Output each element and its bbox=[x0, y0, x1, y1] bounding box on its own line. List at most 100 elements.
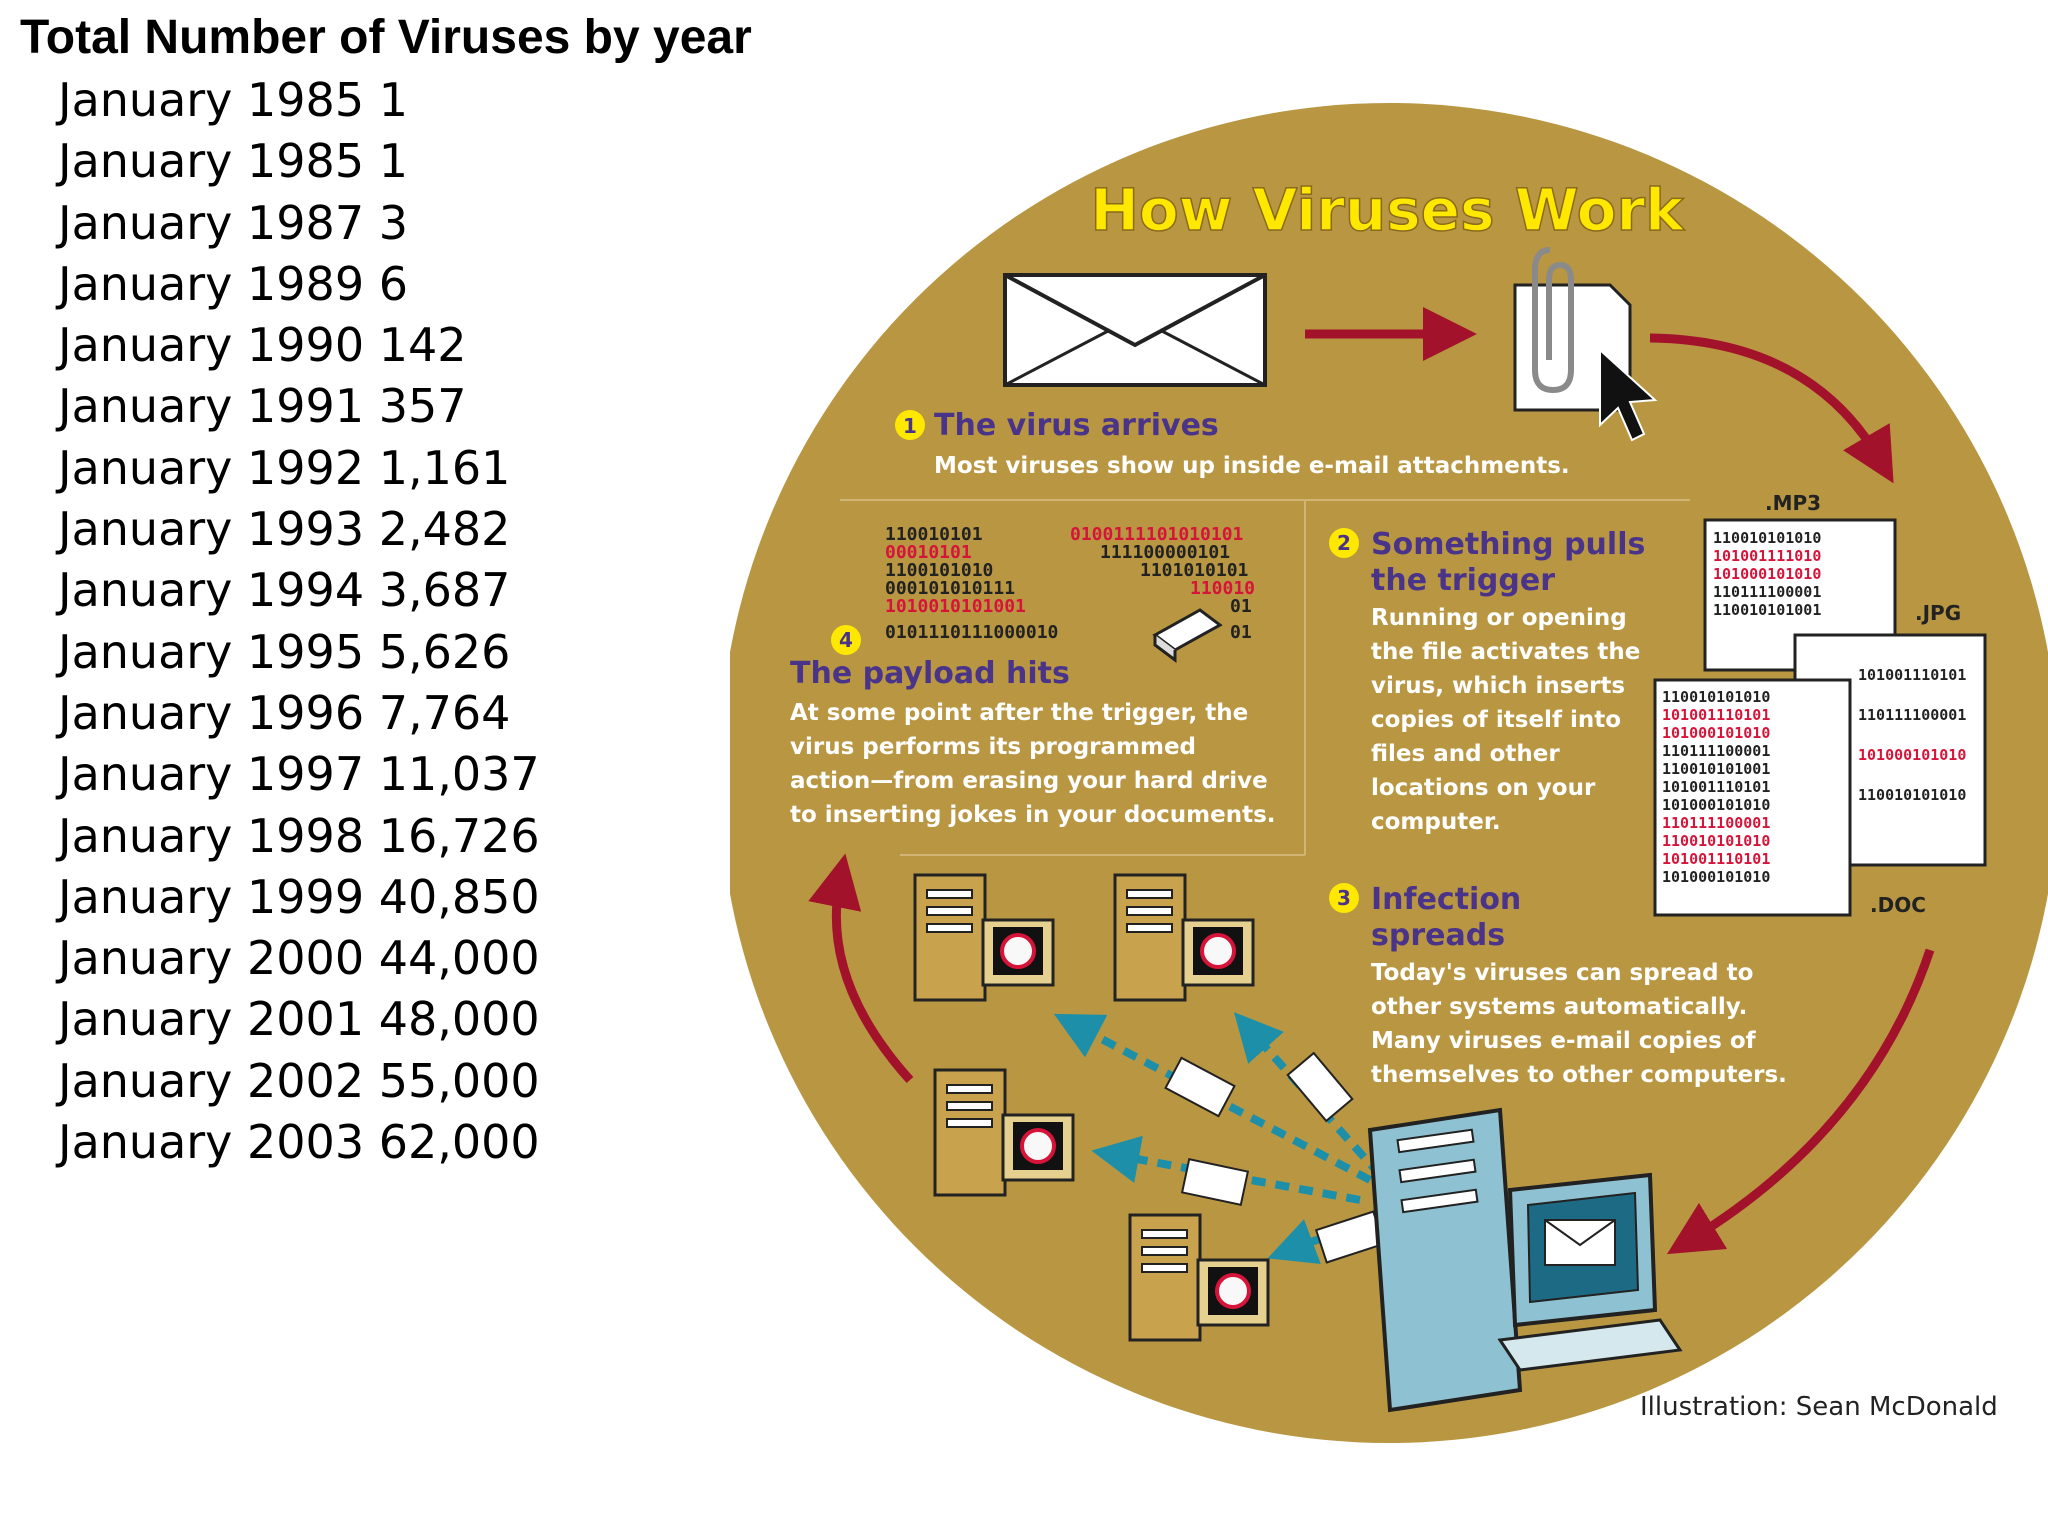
row-year: 1995 bbox=[247, 624, 365, 679]
row-year: 2002 bbox=[247, 1053, 365, 1108]
row-month: January bbox=[58, 1115, 233, 1170]
binary-line: 1101010101 bbox=[1140, 560, 1248, 581]
file-binary-line: 101000101010 bbox=[1858, 746, 1966, 764]
file-binary-line: 110111100001 bbox=[1713, 583, 1821, 601]
year-row: January 1997 11,037 bbox=[58, 744, 780, 805]
row-month: January bbox=[58, 931, 233, 986]
year-row: January 1998 16,726 bbox=[58, 806, 780, 867]
year-row: January 1995 5,626 bbox=[58, 622, 780, 683]
row-year: 1998 bbox=[247, 808, 365, 863]
step-3-heading: Infection bbox=[1371, 882, 1521, 917]
binary-line: 110010101 bbox=[885, 524, 983, 545]
step-1-number: 1 bbox=[903, 414, 917, 438]
step-3-line: other systems automatically. bbox=[1371, 994, 1747, 1020]
binary-line: 111100000101 bbox=[1100, 542, 1230, 563]
year-row: January 1999 40,850 bbox=[58, 867, 780, 928]
row-month: January bbox=[58, 747, 233, 802]
row-year: 1997 bbox=[247, 747, 365, 802]
file-label-jpg: .JPG bbox=[1915, 601, 1961, 625]
step-3-heading-2: spreads bbox=[1371, 918, 1505, 953]
row-year: 1996 bbox=[247, 685, 365, 740]
row-year: 1992 bbox=[247, 440, 365, 495]
step-2-line: virus, which inserts bbox=[1371, 673, 1625, 699]
row-count: 142 bbox=[378, 318, 467, 373]
step-4: 4 The payload hits At some point after t… bbox=[790, 625, 1276, 828]
file-binary-line: 101000101010 bbox=[1662, 724, 1770, 742]
step-3: 3 Infection spreads Today's viruses can … bbox=[1329, 882, 1787, 1088]
row-year: 1999 bbox=[247, 869, 365, 924]
sad-face-icon bbox=[1000, 933, 1036, 969]
step-1-line: Most viruses show up inside e-mail attac… bbox=[934, 453, 1570, 479]
step-4-line: virus performs its programmed bbox=[790, 734, 1196, 760]
envelope-icon bbox=[1003, 273, 1267, 387]
row-count: 357 bbox=[378, 379, 467, 434]
file-binary-line: 101000101010 bbox=[1662, 796, 1770, 814]
row-count: 7,764 bbox=[378, 685, 511, 740]
file-binary-line: 110111100001 bbox=[1858, 706, 1966, 724]
step-2-line: computer. bbox=[1371, 809, 1501, 835]
file-binary-line: 101001110101 bbox=[1662, 778, 1770, 796]
binary-line: 1010010101001 bbox=[885, 596, 1026, 617]
sad-face-icon bbox=[1200, 933, 1236, 969]
email-envelope-icon bbox=[1164, 1051, 1386, 1264]
row-month: January bbox=[58, 563, 233, 618]
file-binary-line: 101001110101 bbox=[1858, 666, 1966, 684]
eraser-icon bbox=[1152, 608, 1223, 663]
row-count: 62,000 bbox=[378, 1115, 540, 1170]
row-month: January bbox=[58, 869, 233, 924]
row-year: 1989 bbox=[247, 256, 365, 311]
row-year: 1993 bbox=[247, 502, 365, 557]
step-2-line: locations on your bbox=[1371, 775, 1596, 801]
row-month: January bbox=[58, 195, 233, 250]
row-year: 1987 bbox=[247, 195, 365, 250]
source-computer bbox=[1367, 1107, 1683, 1413]
step-2-heading-2: the trigger bbox=[1371, 563, 1555, 598]
year-row: January 1987 3 bbox=[58, 193, 780, 254]
illustration-credit: Illustration: Sean McDonald bbox=[1640, 1392, 1998, 1422]
file-binary-line: 101001110101 bbox=[1662, 706, 1770, 724]
row-year: 1985 bbox=[247, 134, 365, 189]
sad-face-icon bbox=[1215, 1273, 1251, 1309]
file-binary-line: 110010101010 bbox=[1713, 529, 1821, 547]
infected-computer bbox=[913, 873, 1055, 1002]
year-row: January 2000 44,000 bbox=[58, 928, 780, 989]
row-count: 44,000 bbox=[378, 931, 540, 986]
row-year: 2001 bbox=[247, 992, 365, 1047]
step-2-heading: Something pulls bbox=[1371, 527, 1645, 562]
step-3-line: Today's viruses can spread to bbox=[1371, 960, 1753, 986]
row-month: January bbox=[58, 992, 233, 1047]
row-month: January bbox=[58, 502, 233, 557]
year-row: January 1991 357 bbox=[58, 376, 780, 437]
step-4-line: to inserting jokes in your documents. bbox=[790, 802, 1276, 828]
file-binary-line: 101001111010 bbox=[1713, 547, 1821, 565]
step-4-number: 4 bbox=[839, 628, 853, 652]
year-row: January 1994 3,687 bbox=[58, 560, 780, 621]
file-binary-line: 110111100001 bbox=[1662, 814, 1770, 832]
binary-block: 110010101 00010101 1100101010 0001010101… bbox=[885, 524, 1255, 643]
file-binary-line: 101000101010 bbox=[1713, 565, 1821, 583]
file-binary-line: 101001110101 bbox=[1662, 850, 1770, 868]
binary-line: 0100111101010101 bbox=[1070, 524, 1243, 545]
row-count: 40,850 bbox=[378, 869, 540, 924]
step-4-line: action—from erasing your hard drive bbox=[790, 768, 1268, 794]
sad-face-icon bbox=[1020, 1128, 1056, 1164]
step-1-heading: The virus arrives bbox=[934, 408, 1219, 443]
year-row: January 1985 1 bbox=[58, 131, 780, 192]
step-4-heading: The payload hits bbox=[790, 656, 1070, 691]
file-label-mp3: .MP3 bbox=[1765, 491, 1821, 515]
row-month: January bbox=[58, 379, 233, 434]
step-1: 1 The virus arrives Most viruses show up… bbox=[895, 408, 1570, 479]
row-count: 1,161 bbox=[378, 440, 511, 495]
row-month: January bbox=[58, 440, 233, 495]
year-row: January 1989 6 bbox=[58, 254, 780, 315]
file-stack-icon: .MP3 .JPG .DOC 110010101010 101001111010… bbox=[1653, 491, 1987, 917]
file-binary-line: 110010101010 bbox=[1858, 786, 1966, 804]
row-month: January bbox=[58, 808, 233, 863]
row-count: 3 bbox=[378, 195, 408, 250]
binary-line: 01 bbox=[1230, 622, 1252, 643]
arrow-to-payload bbox=[808, 853, 914, 1084]
list-title: Total Number of Viruses by year bbox=[20, 11, 752, 64]
file-doc bbox=[1653, 678, 1852, 917]
year-row: January 2002 55,000 bbox=[58, 1051, 780, 1112]
